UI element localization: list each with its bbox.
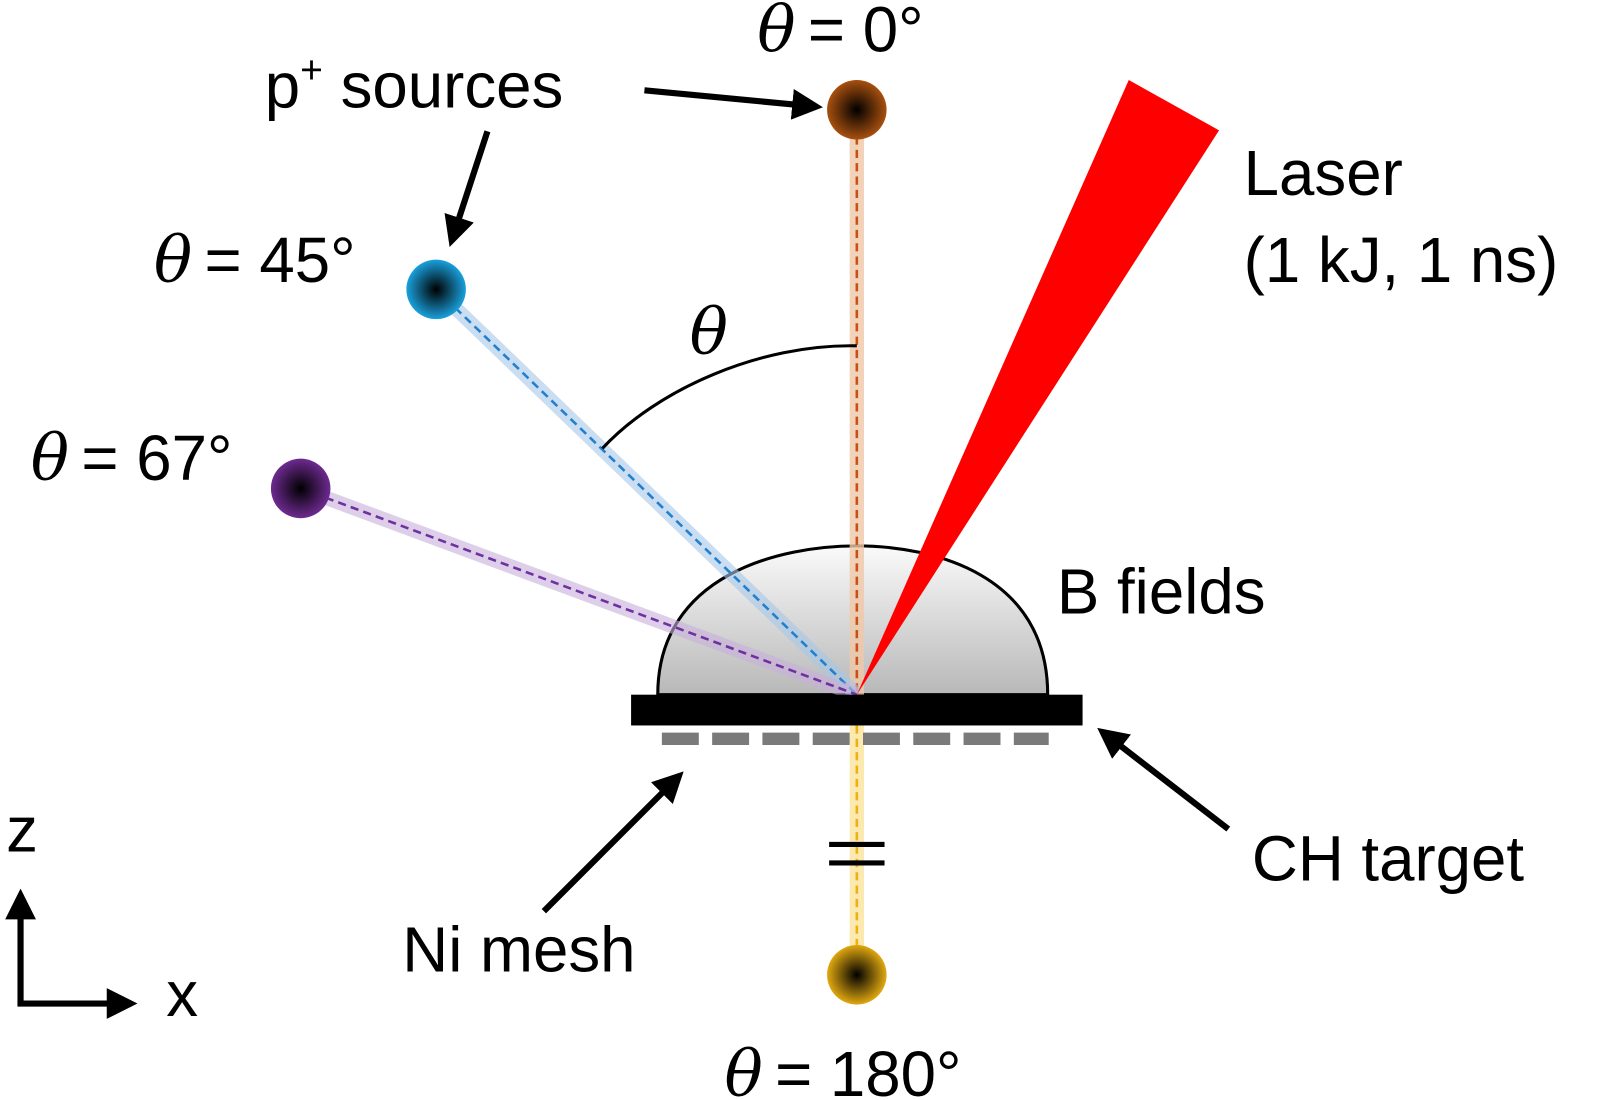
arrow-to-45-source — [444, 130, 491, 247]
arrow-to-0-source — [644, 87, 823, 120]
label-theta-67: θ= 67° — [31, 422, 233, 496]
label-axis-x: x — [166, 959, 198, 1030]
label-b-fields: B fields — [1057, 557, 1266, 628]
theta-arc — [601, 344, 857, 450]
arrow-ch-target — [1097, 727, 1231, 832]
label-axis-z: z — [6, 795, 38, 866]
axis-break-icon — [829, 841, 885, 866]
label-ch-target: CH target — [1252, 823, 1525, 894]
label-laser: Laser — [1244, 138, 1403, 209]
source-180-deg — [827, 945, 887, 1005]
source-67-deg — [270, 458, 331, 519]
ch-target — [631, 694, 1083, 726]
proton-beams — [298, 109, 865, 975]
label-ni-mesh: Ni mesh — [402, 915, 635, 986]
theta-arc-label: θ — [690, 296, 728, 370]
label-p-sources: p+ sources — [265, 49, 564, 122]
label-theta-180: θ= 180° — [724, 1038, 961, 1100]
label-theta-45: θ= 45° — [154, 224, 356, 298]
laser-beam — [856, 80, 1220, 695]
source-45-deg — [406, 259, 466, 320]
arrow-ni-mesh — [541, 771, 684, 914]
source-0-deg — [827, 80, 887, 140]
label-theta-0: θ= 0° — [757, 0, 923, 67]
label-laser-params: (1 kJ, 1 ns) — [1244, 225, 1559, 296]
